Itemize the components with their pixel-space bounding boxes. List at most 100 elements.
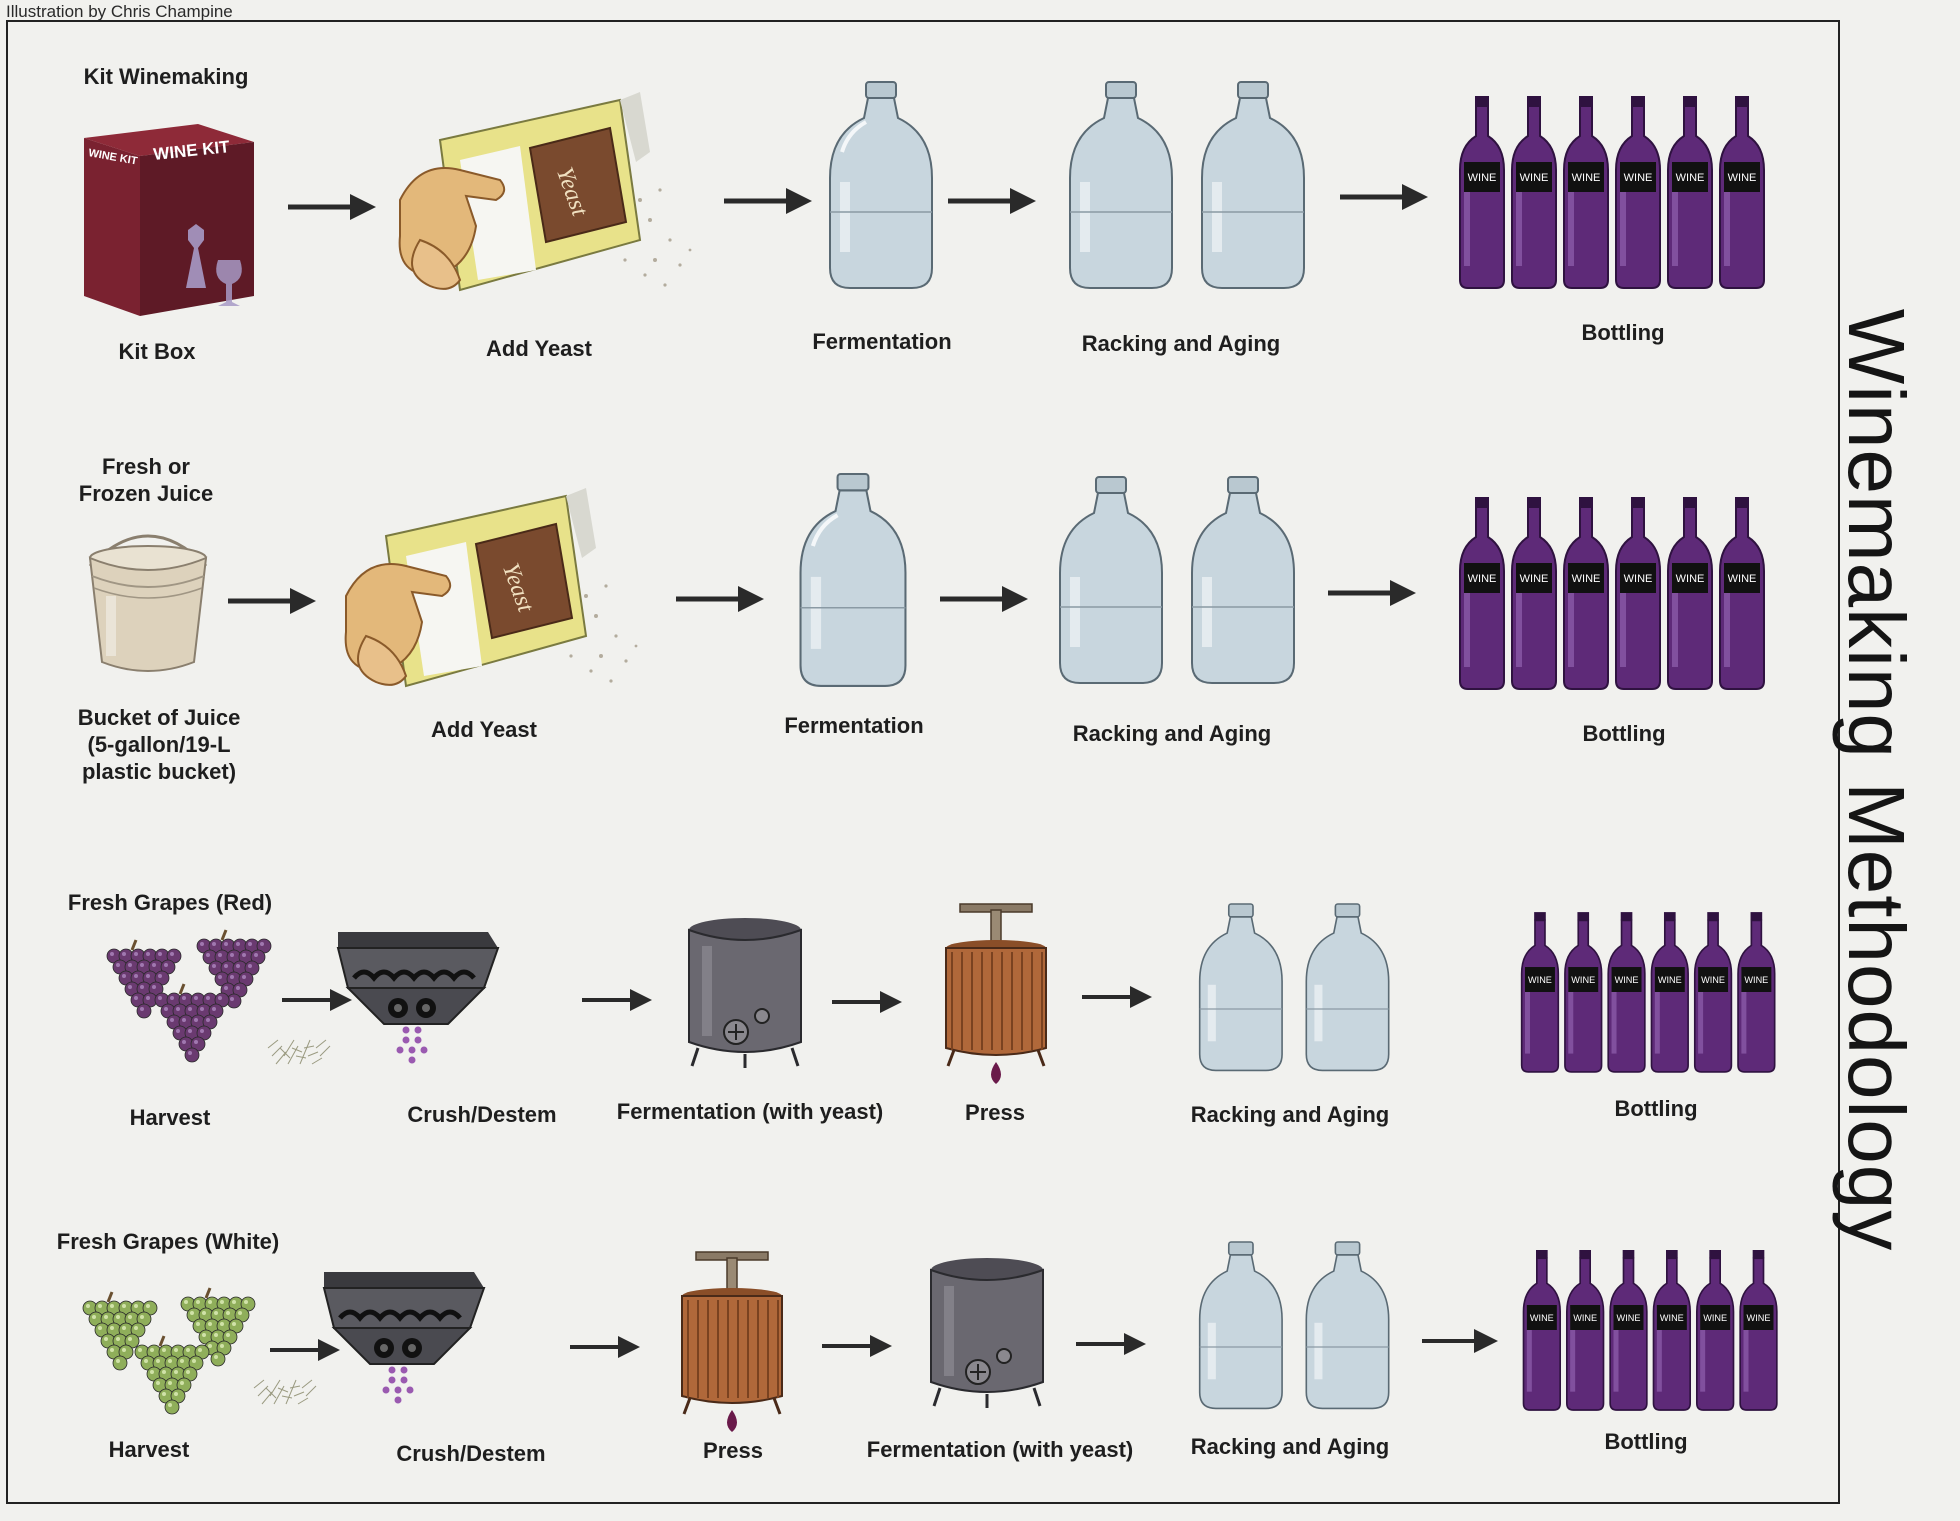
wine-press-icon bbox=[676, 1250, 788, 1440]
wine-bottle-icon: WINE bbox=[1615, 497, 1661, 690]
two-carboys-icon bbox=[1196, 1241, 1394, 1410]
arrow-icon bbox=[940, 584, 1028, 614]
step-label-crush-destem: Crush/Destem bbox=[396, 1441, 546, 1466]
step-label-fermentation: Fermentation bbox=[812, 329, 952, 354]
step-label-crush-destem: Crush/Destem bbox=[407, 1102, 557, 1127]
wine-bottles-icon: WINE WINE WINE WINE WINE WINE bbox=[1520, 912, 1778, 1073]
arrow-icon bbox=[1082, 984, 1152, 1010]
svg-text:WINE: WINE bbox=[1701, 975, 1725, 985]
svg-text:WINE: WINE bbox=[1573, 1313, 1597, 1323]
fermentation-tank-icon bbox=[686, 916, 804, 1068]
step-label-fermentation-with-yeast: Fermentation (with yeast) bbox=[866, 1437, 1134, 1462]
carboy-icon bbox=[828, 81, 934, 290]
wine-press-icon bbox=[940, 902, 1052, 1092]
arrow-icon bbox=[282, 987, 352, 1013]
label-line1: Bucket of Juice bbox=[77, 705, 241, 730]
step-label-fermentation-with-yeast: Fermentation (with yeast) bbox=[616, 1099, 884, 1124]
grape-bunch-icon bbox=[154, 983, 230, 1063]
wine-bottle-icon: WINE bbox=[1563, 497, 1609, 690]
wine-bottle-icon: WINE bbox=[1609, 1250, 1648, 1411]
arrow-icon bbox=[676, 584, 764, 614]
wine-bottle-icon: WINE bbox=[1667, 497, 1713, 690]
arrow-icon bbox=[270, 1337, 340, 1363]
wine-bottle-icon: WINE bbox=[1652, 1250, 1691, 1411]
svg-text:WINE: WINE bbox=[1747, 1313, 1771, 1323]
wine-bottle-icon: WINE bbox=[1459, 497, 1505, 690]
arrow-icon bbox=[822, 1333, 892, 1359]
step-label-bottling: Bottling bbox=[1581, 320, 1665, 345]
step-label-kit-box: Kit Box bbox=[118, 339, 196, 364]
svg-text:WINE: WINE bbox=[1658, 975, 1682, 985]
row-heading-line2: Frozen Juice bbox=[78, 481, 214, 506]
wine-bottle-icon: WINE bbox=[1522, 1250, 1561, 1411]
step-label-fermentation: Fermentation bbox=[784, 713, 924, 738]
svg-text:WINE: WINE bbox=[1572, 172, 1601, 184]
svg-text:WINE: WINE bbox=[1572, 573, 1601, 585]
wine-bottle-icon: WINE bbox=[1459, 96, 1505, 289]
wine-bottle-icon: WINE bbox=[1565, 1250, 1605, 1411]
svg-text:WINE: WINE bbox=[1617, 1313, 1641, 1323]
step-label-add-yeast: Add Yeast bbox=[486, 336, 592, 361]
two-carboys-icon bbox=[1068, 81, 1308, 290]
bucket-icon bbox=[84, 534, 212, 674]
svg-text:WINE: WINE bbox=[1728, 172, 1757, 184]
arrow-icon bbox=[948, 186, 1036, 216]
wine-bottle-icon: WINE bbox=[1511, 96, 1557, 289]
two-carboys-icon bbox=[1196, 903, 1394, 1072]
step-label-racking-and-aging: Racking and Aging bbox=[1190, 1434, 1390, 1459]
arrow-icon bbox=[832, 989, 902, 1015]
label-line3: plastic bucket) bbox=[81, 759, 237, 784]
yeast-packet-icon: Yeast bbox=[398, 90, 700, 300]
wine-bottle-icon: WINE bbox=[1650, 912, 1689, 1073]
arrow-icon bbox=[1328, 578, 1416, 608]
row-fresh-grapes-red-heading: Fresh Grapes (Red) bbox=[67, 890, 273, 915]
arrow-icon bbox=[724, 186, 812, 216]
wine-bottle-icon: WINE bbox=[1511, 497, 1557, 690]
grape-bunch-icon bbox=[180, 1287, 256, 1367]
arrow-icon bbox=[570, 1334, 640, 1360]
step-label-bucket-of-juice: Bucket of Juice (5-gallon/19-L plastic b… bbox=[78, 704, 241, 785]
svg-text:WINE: WINE bbox=[1615, 975, 1639, 985]
row-fresh-grapes-white-heading: Fresh Grapes (White) bbox=[56, 1229, 280, 1254]
wine-bottle-icon: WINE bbox=[1563, 96, 1609, 289]
svg-text:WINE: WINE bbox=[1703, 1313, 1727, 1323]
wine-bottle-icon: WINE bbox=[1719, 96, 1765, 289]
wine-bottle-icon: WINE bbox=[1520, 912, 1560, 1073]
grape-bunch-icon bbox=[106, 939, 182, 1019]
wine-bottle-icon: WINE bbox=[1607, 912, 1646, 1073]
svg-text:WINE: WINE bbox=[1520, 172, 1549, 184]
arrow-icon bbox=[582, 987, 652, 1013]
step-label-racking-and-aging: Racking and Aging bbox=[1190, 1102, 1390, 1127]
grape-bunch-icon bbox=[196, 929, 272, 1009]
two-carboys-icon bbox=[1058, 474, 1298, 688]
arrow-icon bbox=[228, 586, 316, 616]
svg-text:WINE: WINE bbox=[1676, 573, 1705, 585]
white-grapes-icon bbox=[54, 1280, 256, 1430]
grape-bunch-icon bbox=[134, 1335, 210, 1415]
svg-text:WINE: WINE bbox=[1571, 975, 1595, 985]
svg-text:WINE: WINE bbox=[1530, 1313, 1554, 1323]
crusher-destemmer-icon bbox=[267, 928, 566, 1088]
svg-text:WINE: WINE bbox=[1744, 975, 1768, 985]
wine-bottle-icon: WINE bbox=[1719, 497, 1765, 690]
step-label-bottling: Bottling bbox=[1604, 1429, 1688, 1454]
wine-bottle-icon: WINE bbox=[1693, 912, 1733, 1073]
crusher-destemmer-icon bbox=[253, 1268, 552, 1428]
yeast-packet-icon: Yeast bbox=[344, 486, 646, 696]
wine-bottle-icon: WINE bbox=[1695, 1250, 1735, 1411]
svg-text:WINE: WINE bbox=[1468, 172, 1497, 184]
arrow-icon bbox=[288, 192, 376, 222]
wine-bottle-icon: WINE bbox=[1564, 912, 1603, 1073]
step-label-harvest: Harvest bbox=[129, 1105, 211, 1130]
wine-bottle-icon: WINE bbox=[1739, 1250, 1778, 1411]
svg-text:WINE: WINE bbox=[1728, 573, 1757, 585]
carboy-icon bbox=[798, 472, 908, 688]
step-label-press: Press bbox=[965, 1100, 1025, 1125]
svg-text:WINE: WINE bbox=[1520, 573, 1549, 585]
step-label-press: Press bbox=[703, 1438, 763, 1463]
svg-text:WINE: WINE bbox=[1624, 573, 1653, 585]
row-fresh-or-frozen-juice-heading: Fresh or Frozen Juice bbox=[79, 453, 213, 507]
row-kit-winemaking-heading: Kit Winemaking bbox=[83, 64, 249, 89]
wine-bottle-icon: WINE bbox=[1737, 912, 1776, 1073]
